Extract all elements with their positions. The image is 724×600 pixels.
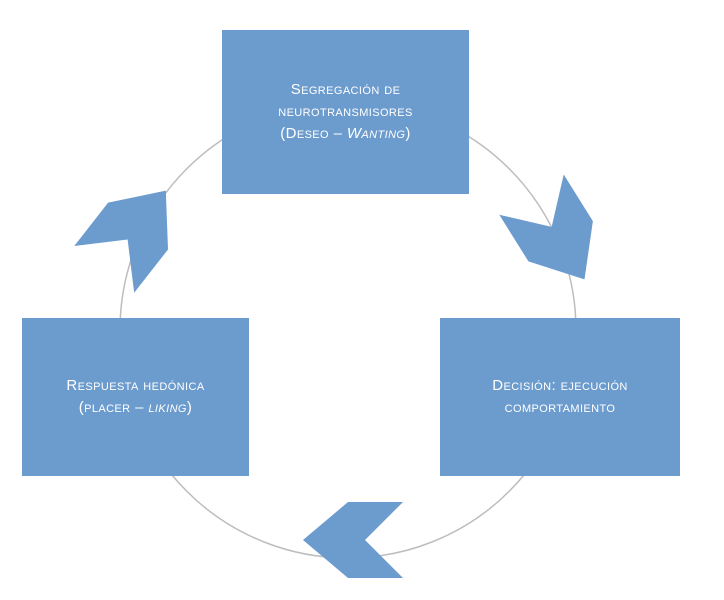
node-respuesta-line2-italic: liking [148, 399, 187, 416]
node-respuesta-line1: Respuesta hedónica [66, 377, 205, 395]
node-segregacion-line3: (Deseo – Wanting) [280, 123, 411, 145]
node-respuesta-line2-suffix: ) [186, 399, 193, 416]
node-respuesta: Respuesta hedónica (placer – liking) [22, 318, 249, 476]
node-decision-line1: Decisión: ejecución [492, 377, 628, 395]
chevron-arrow-bottom-icon [303, 502, 403, 578]
node-segregacion: Segregación de neurotransmisores (Deseo … [222, 30, 469, 194]
node-segregacion-line2: neurotransmisores [278, 103, 413, 121]
node-decision-line2: comportamiento [504, 399, 616, 416]
node-segregacion-line3-prefix: (Deseo – [280, 124, 347, 142]
node-segregacion-line3-italic: Wanting [346, 124, 406, 142]
chevron-arrow-top-left-icon [74, 190, 169, 293]
node-decision: Decisión: ejecución comportamiento [440, 318, 680, 476]
node-respuesta-line2-prefix: (placer – [78, 399, 149, 416]
chevron-arrow-top-right-icon [499, 174, 593, 280]
node-respuesta-line2: (placer – liking) [79, 397, 193, 419]
node-segregacion-line1: Segregación de [290, 81, 401, 99]
node-segregacion-line3-suffix: ) [405, 124, 411, 142]
